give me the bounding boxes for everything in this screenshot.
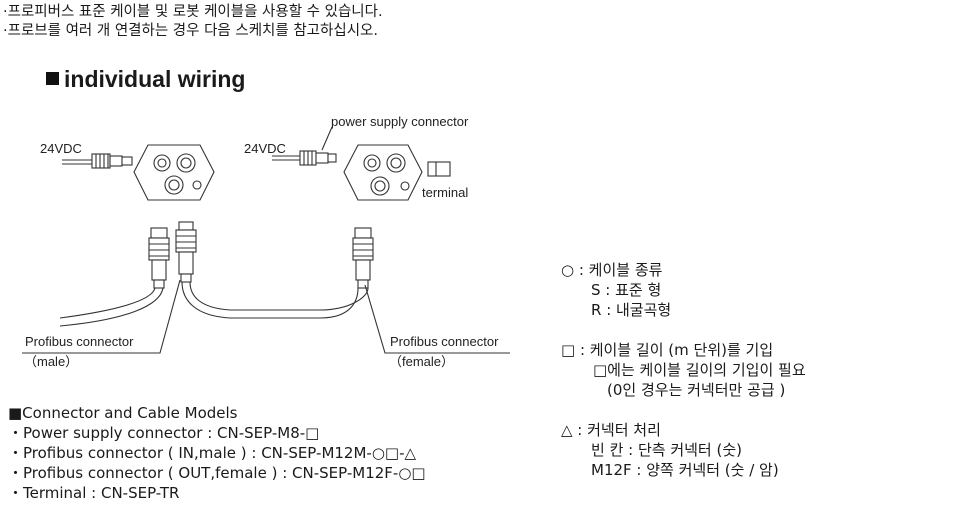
- intro-line-1: ·프로피버스 표준 케이블 및 로봇 케이블을 사용할 수 있습니다.: [3, 4, 383, 20]
- terminal-cap: [427, 161, 451, 177]
- model-item: ・Power supply connector : CN-SEP-M8-□: [8, 424, 320, 442]
- legend-cable-length-line: (0인 경우는 커넥터만 공급 ): [607, 381, 786, 399]
- power-supply-connector-label: power supply connector: [331, 114, 469, 129]
- legend-cable-type-title: ○ : 케이블 종류: [561, 261, 663, 279]
- legend-cable-length-line: □에는 케이블 길이의 기입이 필요: [593, 361, 806, 379]
- middle-m12-connector: [175, 221, 197, 283]
- intro-line-2: ·프로브를 여러 개 연결하는 경우 다음 스케치를 참고하십시오.: [3, 23, 378, 39]
- model-item: ・Profibus connector ( IN,male ) : CN-SEP…: [8, 444, 417, 462]
- models-list: ■Connector and Cable Models ・Power suppl…: [8, 403, 426, 503]
- terminal-label: terminal: [422, 185, 469, 200]
- models-title: ■Connector and Cable Models: [8, 404, 238, 422]
- legend-connector-type-line: M12F : 양쪽 커넥터 (숫 / 암): [591, 461, 779, 479]
- profibus-male-label: Profibus connector: [25, 334, 134, 349]
- model-item: ・Terminal : CN-SEP-TR: [8, 484, 180, 502]
- left-voltage-label: 24VDC: [40, 141, 82, 156]
- legend-connector-type-line: 빈 칸 : 단측 커넥터 (숫): [591, 441, 742, 459]
- link-cable: [181, 281, 369, 319]
- profibus-female-label: Profibus connector: [390, 334, 499, 349]
- right-m12-connector: [352, 227, 374, 289]
- left-junction-box: [133, 144, 215, 201]
- male-leader-line: [22, 279, 181, 354]
- right-voltage-label: 24VDC: [244, 141, 286, 156]
- section-heading: individual wiring: [46, 66, 245, 93]
- legend-cable-type-line: S : 표준 형: [591, 281, 662, 299]
- left-cable: [59, 287, 164, 327]
- female-leader-line: [364, 284, 510, 354]
- square-bullet-icon: [46, 72, 59, 85]
- male-note-label: （male）: [24, 354, 79, 369]
- legend-cable-type: ○ : 케이블 종류 S : 표준 형 R : 내굴곡형: [561, 260, 671, 320]
- model-item: ・Profibus connector ( OUT,female ) : CN-…: [8, 464, 426, 482]
- legend-connector-type-title: △ : 커넥터 처리: [561, 421, 661, 439]
- legend-cable-length-title: □ : 케이블 길이 (m 단위)를 기입: [561, 341, 774, 359]
- legend-cable-length: □ : 케이블 길이 (m 단위)를 기입 □에는 케이블 길이의 기입이 필요…: [561, 340, 806, 400]
- legend-cable-type-line: R : 내굴곡형: [591, 301, 672, 319]
- female-note-label: （female）: [389, 354, 455, 369]
- left-power-connector: [62, 153, 133, 169]
- section-heading-text: individual wiring: [64, 66, 246, 92]
- legend-connector-type: △ : 커넥터 처리 빈 칸 : 단측 커넥터 (숫) M12F : 양쪽 커넥…: [561, 420, 779, 480]
- right-power-connector: [272, 126, 337, 166]
- right-junction-box: [343, 144, 423, 201]
- left-m12-connector: [148, 227, 170, 289]
